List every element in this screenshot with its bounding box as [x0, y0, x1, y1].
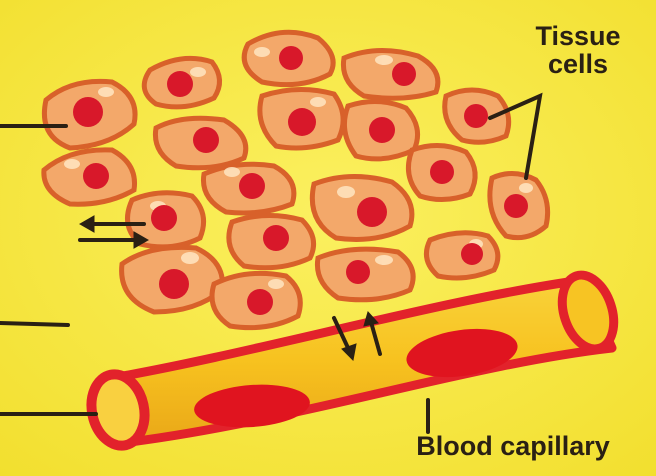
cell-nucleus [430, 160, 454, 184]
cell-highlight [268, 279, 284, 289]
tissue-cells-label: Tissue cells [508, 22, 648, 79]
tissue-cells-label-line2: cells [508, 50, 648, 78]
cell-nucleus [151, 205, 177, 231]
cell-highlight [519, 183, 533, 193]
cell-nucleus [279, 46, 303, 70]
cell-nucleus [247, 289, 273, 315]
cell-nucleus [288, 108, 316, 136]
pointer-line-left-middle [0, 323, 68, 325]
cell-highlight [98, 87, 114, 97]
cell-nucleus [239, 173, 265, 199]
cell-nucleus [263, 225, 289, 251]
cell-nucleus [167, 71, 193, 97]
blood-capillary-label: Blood capillary [378, 432, 648, 460]
cell-highlight [375, 255, 393, 265]
cell-highlight [310, 97, 326, 107]
cell-highlight [181, 252, 199, 264]
cell-highlight [64, 159, 80, 169]
cell-highlight [254, 47, 270, 57]
cell-nucleus [357, 197, 387, 227]
cell-nucleus [464, 104, 488, 128]
cell-nucleus [83, 163, 109, 189]
cell-highlight [224, 167, 240, 177]
tissue-cells-label-line1: Tissue [508, 22, 648, 50]
cell-nucleus [193, 127, 219, 153]
cell-highlight [190, 67, 206, 77]
cell-nucleus [392, 62, 416, 86]
cell-nucleus [369, 117, 395, 143]
cell-nucleus [159, 269, 189, 299]
cell-nucleus [504, 194, 528, 218]
cell-nucleus [73, 97, 103, 127]
cell-nucleus [461, 243, 483, 265]
cell-highlight [375, 55, 393, 65]
cell-nucleus [346, 260, 370, 284]
cell-highlight [337, 186, 355, 198]
